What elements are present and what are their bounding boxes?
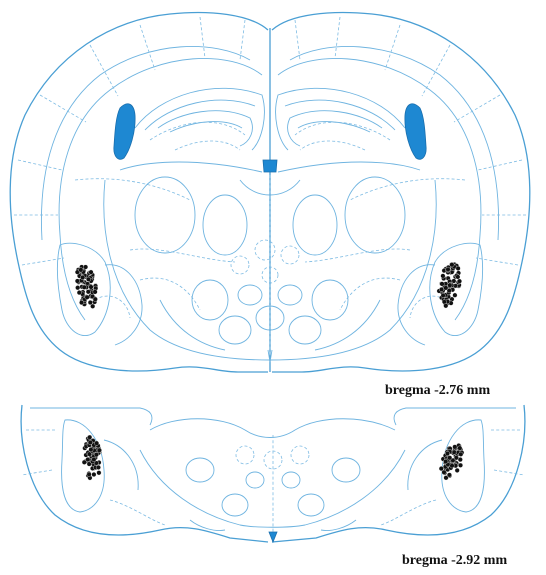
injection-marker — [444, 286, 449, 291]
injection-marker — [441, 274, 446, 279]
injection-marker — [85, 295, 90, 300]
lower-third-ventricle — [269, 532, 277, 542]
injection-marker — [457, 279, 462, 284]
injection-marker — [453, 445, 458, 450]
injection-marker — [450, 262, 455, 267]
injection-marker — [83, 265, 88, 270]
injection-marker — [87, 472, 92, 477]
injection-marker — [82, 460, 87, 465]
injection-marker — [89, 270, 94, 275]
left-lateral-ventricle — [114, 104, 135, 159]
injection-marker — [94, 441, 99, 446]
injection-marker — [455, 468, 460, 473]
injection-marker — [92, 472, 97, 477]
injection-marker — [86, 290, 91, 295]
coronal-section-upper — [10, 13, 530, 372]
injection-marker — [96, 465, 101, 470]
right-lateral-ventricle — [405, 104, 426, 159]
injection-marker — [452, 450, 457, 455]
injection-marker — [456, 266, 461, 271]
third-ventricle — [263, 160, 277, 172]
injection-marker — [442, 470, 447, 475]
injection-markers-upper-right — [437, 262, 462, 308]
injection-marker — [453, 293, 458, 298]
injection-marker — [93, 297, 98, 302]
injection-marker — [447, 473, 452, 478]
injection-marker — [443, 459, 448, 464]
injection-marker — [459, 452, 464, 457]
injection-marker — [88, 440, 93, 445]
injection-marker — [79, 268, 84, 273]
injection-marker — [458, 446, 463, 451]
injection-marker — [88, 300, 93, 305]
injection-marker — [86, 277, 91, 282]
injection-marker — [89, 447, 94, 452]
coronal-section-lower — [21, 405, 525, 542]
injection-marker — [92, 457, 97, 462]
injection-marker — [458, 457, 463, 462]
injection-marker — [97, 448, 102, 453]
injection-marker — [87, 435, 92, 440]
injection-marker — [456, 275, 461, 280]
injection-marker — [439, 287, 444, 292]
injection-marker — [450, 463, 455, 468]
injection-marker — [448, 283, 453, 288]
lower-left-outline — [21, 405, 268, 542]
injection-marker — [82, 285, 87, 290]
injection-marker — [79, 300, 84, 305]
injection-markers-lower-left — [82, 435, 102, 480]
injection-marker — [89, 285, 94, 290]
section-label-upper: bregma -2.76 mm — [385, 383, 490, 399]
section-label-lower: bregma -2.92 mm — [402, 553, 507, 569]
injection-markers-upper-left — [75, 265, 98, 309]
injection-marker — [94, 452, 99, 457]
injection-marker — [75, 285, 80, 290]
injection-marker — [445, 451, 450, 456]
injection-marker — [75, 279, 80, 284]
injection-marker — [80, 275, 85, 280]
injection-marker — [97, 471, 102, 476]
injection-marker — [440, 282, 445, 287]
injection-marker — [441, 293, 446, 298]
injection-marker — [458, 463, 463, 468]
injection-marker — [446, 267, 451, 272]
injection-marker — [447, 456, 452, 461]
injection-marker — [93, 290, 98, 295]
lower-right-outline — [272, 405, 525, 542]
injection-marker — [444, 304, 449, 309]
injection-marker — [77, 290, 82, 295]
